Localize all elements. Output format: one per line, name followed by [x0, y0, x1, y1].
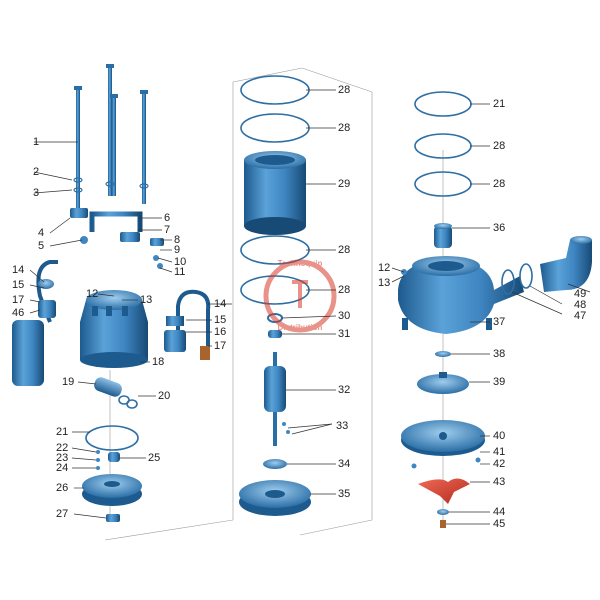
label-38: 38	[493, 348, 505, 360]
motor-top-cover	[80, 290, 148, 368]
label-45: 45	[493, 518, 505, 530]
oring-21-left	[85, 425, 139, 451]
label-24: 24	[56, 462, 68, 474]
label-36: 36	[493, 222, 505, 234]
wear-plate-39	[417, 372, 469, 394]
label-33: 33	[336, 420, 348, 432]
label-28-mid-b: 28	[338, 122, 350, 134]
label-39: 39	[493, 376, 505, 388]
label-26: 26	[56, 482, 68, 494]
label-41: 41	[493, 446, 505, 458]
seal-plate	[239, 480, 311, 516]
label-19: 19	[62, 376, 74, 388]
label-28-mid-d: 28	[338, 284, 350, 296]
washers-2-3	[73, 177, 149, 193]
label-23: 23	[56, 452, 68, 464]
label-15-right: 15	[214, 314, 226, 326]
label-2: 2	[33, 166, 39, 178]
bottom-housing	[82, 474, 142, 506]
label-5: 5	[38, 240, 44, 252]
watermark-logo: Technoquip Distribution	[263, 259, 337, 333]
label-47: 47	[574, 310, 586, 322]
label-49: 49	[574, 288, 586, 300]
label-14-left: 14	[12, 264, 24, 276]
middle-column-parts	[239, 75, 311, 516]
label-7: 7	[164, 224, 170, 236]
label-15-left: 15	[12, 279, 24, 291]
coupling-36	[434, 223, 452, 248]
label-8: 8	[174, 234, 180, 246]
label-4: 4	[38, 227, 44, 239]
svg-text:Distribution: Distribution	[278, 323, 323, 332]
label-29: 29	[338, 178, 350, 190]
label-6: 6	[164, 212, 170, 224]
cutter-impeller-43	[418, 478, 470, 504]
label-44: 44	[493, 506, 505, 518]
label-43: 43	[493, 476, 505, 488]
label-31: 31	[338, 328, 350, 340]
label-27: 27	[56, 508, 68, 520]
small-fittings	[96, 450, 120, 470]
pump-volute	[398, 256, 524, 334]
label-14-right: 14	[214, 298, 226, 310]
guide-lines	[104, 67, 444, 541]
label-13-right: 13	[378, 277, 390, 289]
label-20: 20	[158, 390, 170, 402]
label-12-right: 12	[378, 262, 390, 274]
part-27	[106, 514, 120, 522]
label-48: 48	[574, 299, 586, 311]
part-numbers: 1 2 3 4 5 6 7 8 9 10 11 14 15 17 46 12 1…	[12, 84, 586, 530]
label-17-left: 17	[12, 294, 24, 306]
label-13-left: 13	[140, 294, 152, 306]
rotor-shaft	[264, 352, 286, 446]
label-46: 46	[12, 307, 24, 319]
outlet-elbow	[501, 236, 592, 295]
label-28-mid-a: 28	[338, 84, 350, 96]
label-10: 10	[174, 256, 186, 268]
label-17-right: 17	[214, 340, 226, 352]
label-18: 18	[152, 356, 164, 368]
label-16: 16	[214, 326, 226, 338]
label-28-mid-c: 28	[338, 244, 350, 256]
label-30: 30	[338, 310, 350, 322]
cable-clamp-bracket	[70, 208, 164, 269]
svg-text:Technoquip: Technoquip	[278, 259, 323, 268]
label-28-right-b: 28	[493, 178, 505, 190]
label-21-right: 21	[493, 98, 505, 110]
impeller-disk-40	[401, 420, 485, 456]
float-switch	[12, 260, 58, 386]
label-11: 11	[174, 266, 185, 278]
label-25: 25	[148, 452, 160, 464]
label-22: 22	[56, 442, 68, 454]
label-28-right-a: 28	[493, 140, 505, 152]
label-12-left: 12	[86, 288, 98, 300]
stator-sleeve	[244, 151, 306, 235]
label-3: 3	[33, 187, 39, 199]
label-1: 1	[33, 136, 39, 148]
label-40: 40	[493, 430, 505, 442]
cable-entry	[164, 289, 211, 360]
long-bolts-1	[74, 64, 148, 208]
label-37: 37	[493, 316, 505, 328]
label-35: 35	[338, 488, 350, 500]
leader-lines	[29, 89, 591, 525]
label-21-left: 21	[56, 426, 68, 438]
label-9: 9	[174, 244, 180, 256]
right-column-parts	[398, 91, 592, 528]
label-34: 34	[338, 458, 350, 470]
left-column-parts	[12, 64, 211, 522]
label-32: 32	[338, 384, 350, 396]
capacitor	[94, 377, 138, 409]
label-42: 42	[493, 458, 505, 470]
